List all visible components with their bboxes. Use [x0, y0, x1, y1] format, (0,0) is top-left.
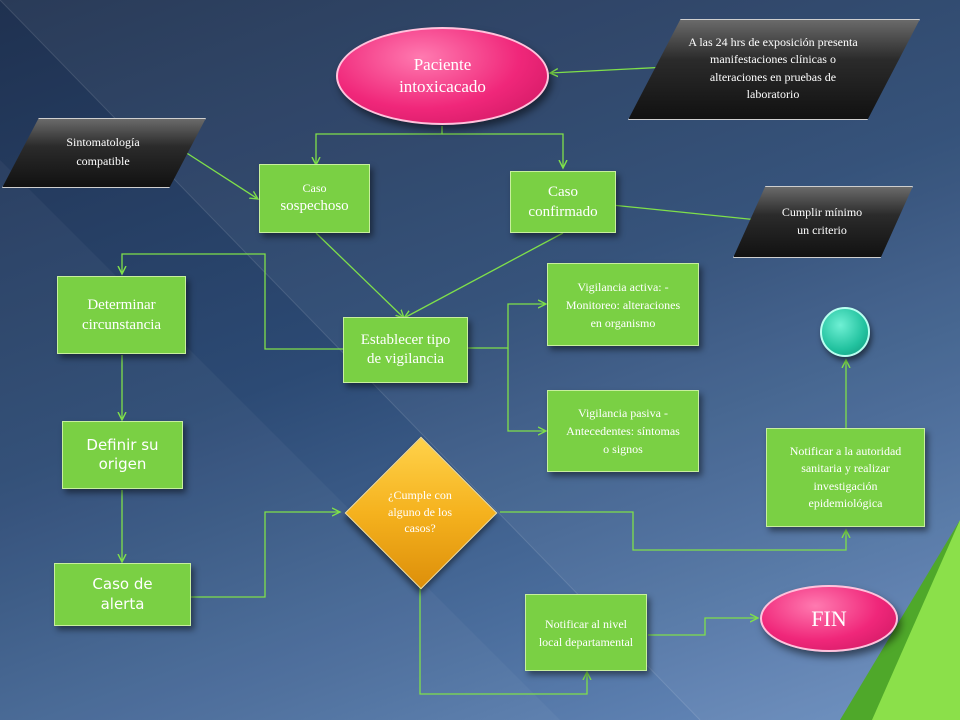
node-exposicion: A las 24 hrs de exposición presenta mani…	[628, 19, 920, 120]
edge-alerta-cumple	[191, 512, 340, 598]
node-notificar-autoridad-label: Notificar a la autoridad sanitaria y rea…	[789, 443, 902, 510]
node-caso-confirmado-label: Caso confirmado	[528, 183, 598, 220]
edge-exposicion-paciente	[550, 66, 669, 73]
node-sintomatologia-label: Sintomatología compatible	[66, 134, 140, 168]
node-paciente-intoxicado: Paciente intoxicacado	[336, 27, 549, 125]
edge-sospechoso-establecer	[315, 232, 404, 318]
node-caso-sospechoso: Caso sospechoso	[259, 164, 370, 233]
edge-cumple-nivel	[419, 586, 587, 695]
node-vigilancia-pasiva: Vigilancia pasiva -Antecedentes: síntoma…	[547, 390, 699, 472]
node-caso-confirmado: Caso confirmado	[510, 171, 616, 233]
node-caso-sospechoso-line1: Caso	[302, 181, 327, 196]
node-notificar-nivel-local: Notificar al nivel local departamental	[525, 594, 647, 671]
node-cumple-label: ¿Cumple con alguno de los casos?	[388, 487, 452, 536]
node-vigilancia-pasiva-label: Vigilancia pasiva -Antecedentes: síntoma…	[566, 406, 680, 456]
node-vigilancia-activa: Vigilancia activa: -Monitoreo: alteracio…	[547, 263, 699, 346]
node-caso-alerta: Caso de alerta	[54, 563, 191, 626]
node-notificar-autoridad: Notificar a la autoridad sanitaria y rea…	[766, 428, 925, 527]
node-cumplir-label: Cumplir mínimo un criterio	[781, 205, 863, 237]
node-establecer-label: Establecer tipo de vigilancia	[360, 332, 451, 367]
node-determinar-label: Determinar circunstancia	[81, 296, 162, 333]
node-cumplir-criterio: Cumplir mínimo un criterio	[733, 186, 913, 258]
edge-sintomatologia-sospechoso	[181, 149, 258, 199]
corner-accent-light	[872, 520, 960, 720]
edge-cumple-autoridad	[500, 511, 846, 551]
node-cumple-casos: ¿Cumple con alguno de los casos?	[340, 436, 500, 590]
node-notificar-nivel-label: Notificar al nivel local departamental	[538, 616, 634, 649]
node-fin: FIN	[760, 585, 898, 652]
node-establecer-vigilancia: Establecer tipo de vigilancia	[343, 317, 468, 383]
node-fin-label: FIN	[811, 605, 847, 631]
end-circle	[820, 307, 870, 357]
node-caso-alerta-label: Caso de alerta	[92, 575, 153, 613]
node-sintomatologia: Sintomatología compatible	[2, 118, 206, 188]
node-exposicion-label: A las 24 hrs de exposición presenta mani…	[688, 34, 858, 101]
edge-cumplir-confirmado	[592, 203, 779, 223]
node-paciente-label: Paciente intoxicacado	[399, 54, 486, 96]
node-definir-origen: Definir su origen	[62, 421, 183, 489]
node-definir-label: Definir su origen	[86, 435, 159, 474]
node-caso-sospechoso-line2: sospechoso	[280, 198, 349, 215]
node-determinar-circunstancia: Determinar circunstancia	[57, 276, 186, 354]
node-vigilancia-activa-label: Vigilancia activa: -Monitoreo: alteracio…	[565, 279, 681, 330]
edge-establecer-vigilancia	[468, 304, 546, 349]
edge-nivel-fin	[648, 618, 758, 636]
edge-confirmado-establecer	[404, 232, 564, 318]
edge-paciente-casos	[316, 126, 443, 165]
edge-establecer-determinar	[122, 253, 343, 350]
